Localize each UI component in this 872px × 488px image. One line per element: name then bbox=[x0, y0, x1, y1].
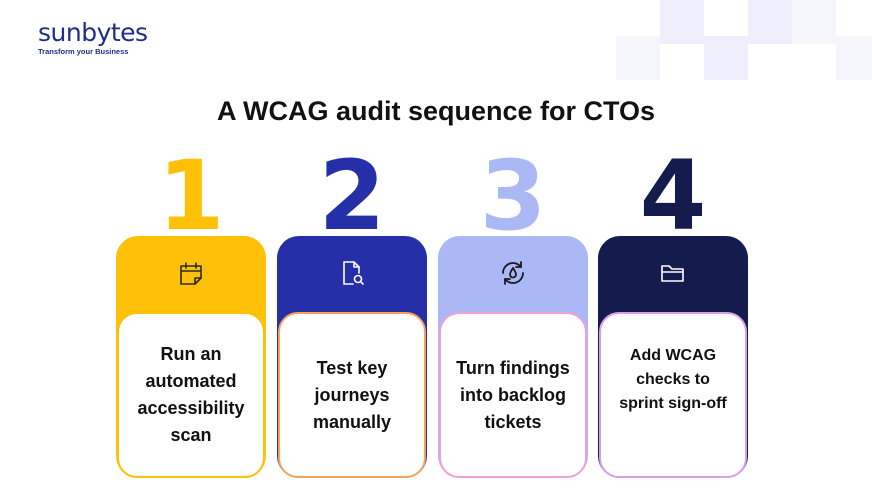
step-card: Add WCAG checks to sprint sign-off bbox=[599, 312, 747, 478]
decor-square bbox=[616, 36, 660, 80]
step-4: 4 Add WCAG checks to sprint sign-off bbox=[598, 148, 748, 478]
step-2: 2 Test key journeys manually bbox=[277, 148, 427, 478]
brand-tagline: Transform your Business bbox=[38, 47, 129, 56]
step-3: 3 Turn findings into backlog tickets bbox=[438, 148, 588, 478]
step-number: 2 bbox=[318, 140, 386, 252]
document-search-icon bbox=[277, 258, 427, 288]
step-label: Add WCAG checks to sprint sign-off bbox=[619, 347, 727, 412]
brand-name: sunbytes bbox=[38, 18, 148, 47]
page-title: A WCAG audit sequence for CTOs bbox=[216, 96, 656, 126]
decor-square bbox=[704, 36, 748, 80]
step-card: Test key journeys manually bbox=[278, 312, 426, 478]
step-card: Turn findings into backlog tickets bbox=[439, 312, 587, 478]
decor-square bbox=[792, 0, 836, 44]
brand-logo: sunbytes Transform your Business bbox=[38, 18, 148, 57]
step-number: 3 bbox=[479, 140, 547, 252]
decor-square bbox=[660, 0, 704, 44]
decor-square bbox=[748, 0, 792, 44]
step-card: Run an automated accessibility scan bbox=[117, 312, 265, 478]
calendar-icon bbox=[116, 258, 266, 288]
step-number: 4 bbox=[639, 140, 707, 252]
step-label: Run an automated accessibility scan bbox=[137, 344, 245, 445]
step-1: 1 Run an automated accessibility scan bbox=[116, 148, 266, 478]
step-label: Turn findings into backlog tickets bbox=[456, 357, 570, 432]
decor-square bbox=[836, 36, 872, 80]
step-number: 1 bbox=[157, 140, 225, 252]
step-label: Test key journeys manually bbox=[312, 357, 392, 432]
folder-icon bbox=[598, 258, 748, 288]
refresh-droplet-icon bbox=[438, 258, 588, 288]
